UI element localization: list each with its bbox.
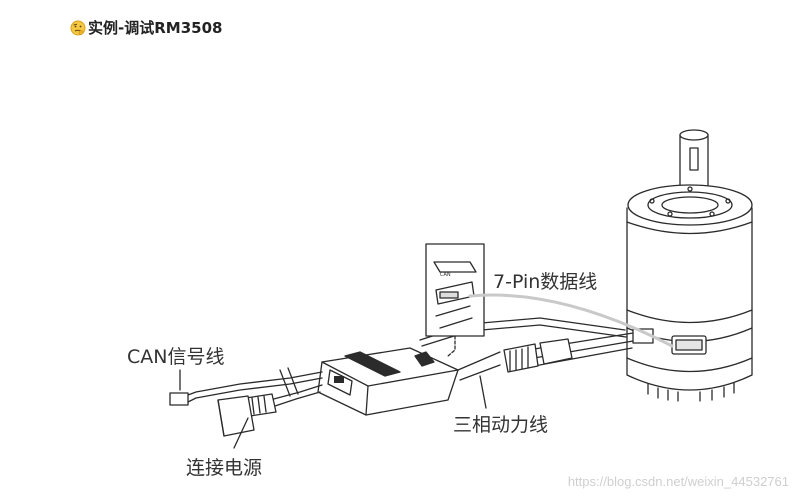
label-can-signal-cable: CAN信号线 xyxy=(127,346,225,368)
can-signal-wire xyxy=(169,367,323,406)
label-three-phase-cable: 三相动力线 xyxy=(453,414,549,436)
phase-leader xyxy=(479,375,487,409)
source-watermark: https://blog.csdn.net/weixin_44532761 xyxy=(567,474,789,489)
svg-text:CAN: CAN xyxy=(440,272,451,278)
label-power: 连接电源 xyxy=(186,457,263,479)
highlight-leader xyxy=(468,293,674,348)
rm3508-motor xyxy=(626,184,753,402)
connector-zoom-inset: CAN xyxy=(425,243,485,357)
power-lead xyxy=(217,384,323,437)
section-heading: 实例-调试RM3508 xyxy=(70,17,222,38)
heading-text: 实例-调试RM3508 xyxy=(88,19,223,37)
label-7pin-data-cable: 7-Pin数据线 xyxy=(493,271,598,293)
esc-module xyxy=(317,347,459,416)
three-phase-cable xyxy=(457,332,634,381)
power-leader xyxy=(233,417,249,449)
thinking-face-emoji-icon xyxy=(70,20,86,36)
